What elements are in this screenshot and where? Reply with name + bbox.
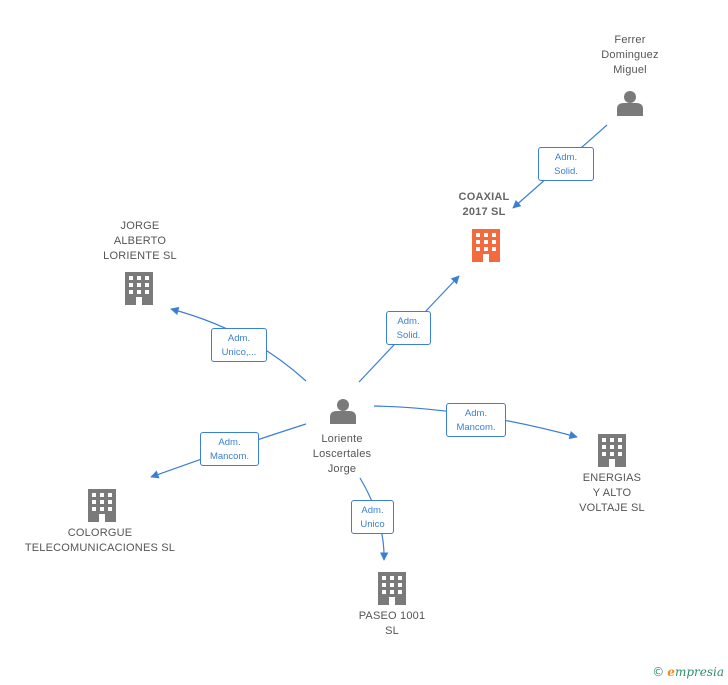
person-icon[interactable] — [330, 399, 356, 424]
edge-label-loriente-coaxial: Adm. Solid. — [386, 311, 431, 345]
brand-watermark: ©empresia — [652, 665, 724, 679]
building-icon[interactable] — [378, 572, 406, 605]
node-label-jorge-alberto[interactable]: JORGE ALBERTO LORIENTE SL — [103, 220, 177, 262]
edge-label-loriente-jorge-alberto: Adm. Unico,... — [211, 328, 267, 362]
brand-initial: e — [667, 665, 675, 679]
person-icon[interactable] — [617, 91, 643, 116]
edge-label-loriente-paseo: Adm. Unico — [351, 500, 394, 534]
brand-name: mpresia — [674, 665, 724, 679]
node-label-loriente[interactable]: Loriente Loscertales Jorge — [312, 433, 372, 475]
node-label-colorgue[interactable]: COLORGUE TELECOMUNICACIONES SL — [24, 527, 176, 554]
building-icon[interactable] — [598, 434, 626, 467]
edge-label-ferrer-coaxial: Adm. Solid. — [538, 147, 594, 181]
node-label-paseo[interactable]: PASEO 1001 SL — [358, 610, 426, 637]
edge-label-loriente-colorgue: Adm. Mancom. — [200, 432, 259, 466]
node-label-coaxial[interactable]: COAXIAL 2017 SL — [458, 191, 510, 218]
building-icon-highlighted[interactable] — [472, 229, 500, 262]
building-icon[interactable] — [125, 272, 153, 305]
building-icon[interactable] — [88, 489, 116, 522]
node-label-ferrer[interactable]: Ferrer Dominguez Miguel — [601, 34, 659, 76]
copyright-symbol: © — [652, 665, 665, 679]
edge-label-loriente-energias: Adm. Mancom. — [446, 403, 506, 437]
node-label-energias[interactable]: ENERGIAS Y ALTO VOLTAJE SL — [579, 472, 645, 514]
